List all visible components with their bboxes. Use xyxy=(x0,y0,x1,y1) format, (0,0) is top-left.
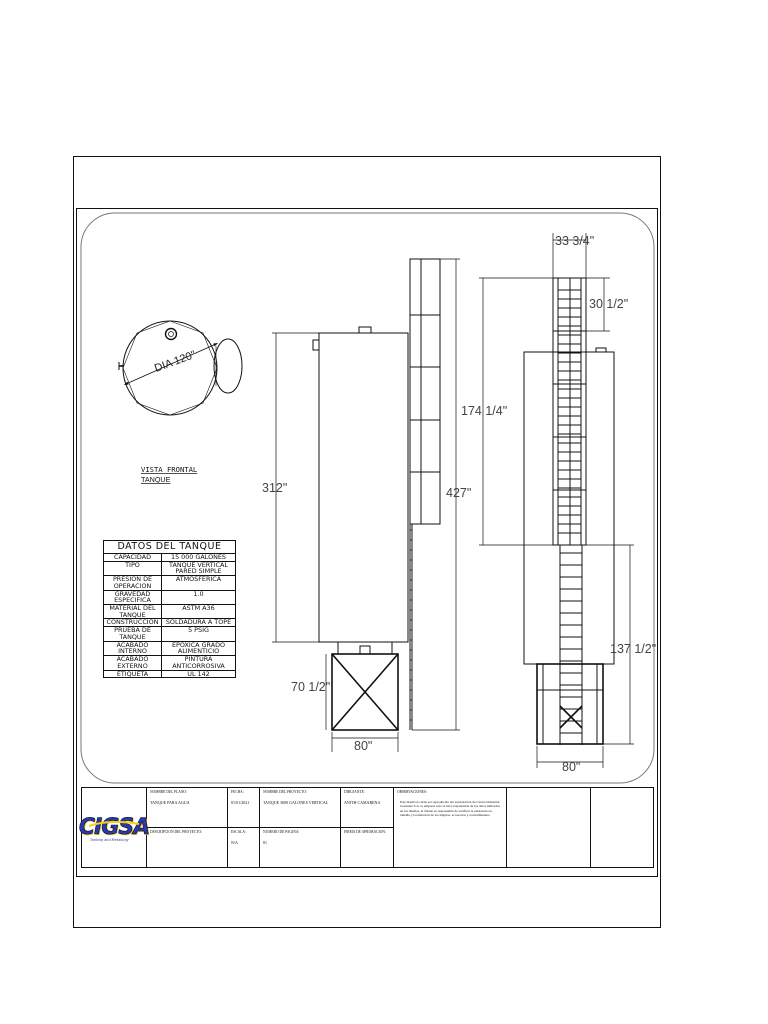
title-block: CIGSA Tanking and Metalurgy NOMBRE DEL P… xyxy=(78,787,654,868)
side-elevation xyxy=(312,258,441,731)
observations-label: OBSERVACIONES: xyxy=(397,790,427,794)
row-label: PRUEBA DE TANQUE xyxy=(103,626,162,642)
project-cell: NOMBRE DEL PROYECTO: TANQUE 3000 GALONES… xyxy=(260,788,341,867)
tank-shell-right xyxy=(523,351,615,665)
page-number-label: NUMERO DE PAGINA: xyxy=(263,829,300,834)
overall-height-label: 427" xyxy=(446,486,471,500)
outer-sheet-border xyxy=(73,156,661,928)
row-label: MATERIAL DEL TANQUE xyxy=(103,604,162,620)
scale-value: N/A xyxy=(231,839,238,845)
plan-name-label: NOMBRE DEL PLANO: xyxy=(150,790,188,794)
right-dimensions xyxy=(479,233,634,768)
stand-top-beam xyxy=(337,641,393,655)
front-view-caption-1: VISTA FRONTAL xyxy=(141,465,197,474)
row-value: EPOXICA GRADO ALIMENTICIO xyxy=(161,640,236,657)
stand-frame-right xyxy=(536,663,604,745)
date-scale-cell: FECHA: 01/01/2021 ESCALA: N/A xyxy=(228,788,260,867)
cage-step-label: 30 1/2" xyxy=(589,297,628,311)
stand-width-label: 80" xyxy=(354,739,372,753)
ladder-platform-ellipse xyxy=(213,338,243,394)
stand-brace xyxy=(331,653,399,731)
top-vent-right xyxy=(595,347,607,353)
scale-label: ESCALA: xyxy=(231,829,246,834)
row-label: GRAVEDAD ESPECIFICA xyxy=(103,589,162,606)
table-title: DATOS DEL TANQUE xyxy=(103,540,236,554)
logo-swoosh-icon xyxy=(88,820,140,827)
stand-height-label: 70 1/2" xyxy=(291,680,330,694)
date-label: FECHA: xyxy=(231,790,244,794)
center-ladder-rungs xyxy=(410,529,412,721)
row-label: ACABADO INTERNO xyxy=(103,640,162,657)
tank-shell xyxy=(318,332,409,643)
project-value: TANQUE 3000 GALONES VERTICAL xyxy=(263,800,329,805)
drafter-value: ANITH CAMARENA xyxy=(344,800,381,805)
ladder-cage xyxy=(409,258,441,525)
row-label: ACABADO EXTERNO xyxy=(103,655,162,671)
row-label: TIPO xyxy=(103,560,162,577)
diameter-label: DIA 120" xyxy=(153,349,198,375)
row-label: ETIQUETA xyxy=(103,669,162,679)
blank-cell-2 xyxy=(591,788,653,867)
side-stand-width-label: 80" xyxy=(562,760,580,774)
date-value: 01/01/2021 xyxy=(231,800,250,805)
ladder-view xyxy=(523,277,615,745)
plan-name-value: TANQUE PARA AGUA xyxy=(150,800,190,805)
blank-cell-1 xyxy=(507,788,591,867)
rounded-drawing-area xyxy=(80,212,655,784)
manhole-circle xyxy=(164,327,178,341)
side-nozzle xyxy=(312,339,320,351)
logo-text: CIGSA xyxy=(78,815,151,841)
row-value: PINTURA ANTICORROSIVA xyxy=(161,655,236,671)
plan-name-cell: NOMBRE DEL PLANO: TANQUE PARA AGUA DESCR… xyxy=(147,788,228,867)
company-logo: CIGSA Tanking and Metalurgy xyxy=(78,788,151,867)
front-view-caption-2: TANQUE xyxy=(141,475,171,484)
drawing-frame xyxy=(76,208,658,877)
page-number-value: 01 xyxy=(263,839,267,845)
row-value: UL 142 xyxy=(161,669,236,679)
drafter-label: DIBUJANTE: xyxy=(344,790,365,794)
row-label: PRESION DE OPERACION xyxy=(103,575,162,591)
front-view-tank xyxy=(118,320,243,416)
description-label: DESCRIPCION DEL PROYECTO: xyxy=(150,829,203,834)
observations-cell: OBSERVACIONES: Este diseño no debe ser r… xyxy=(394,788,507,867)
row-value: 1.0 xyxy=(161,589,236,606)
project-label: NOMBRE DEL PROYECTO: xyxy=(263,790,307,794)
diameter-dimension-line xyxy=(123,343,219,385)
logo-tagline: Tanking and Metalurgy xyxy=(90,838,129,842)
row-value: ATMOSFERICA xyxy=(161,575,236,591)
lower-ladder-label: 137 1/2" xyxy=(610,642,656,656)
observations-text: Este diseño no debe ser reproducido sin … xyxy=(400,800,500,818)
center-dimensions xyxy=(272,258,460,752)
approval-label: FIRMA DE APROBACION: xyxy=(344,829,386,834)
manhole-inner-circle xyxy=(168,331,174,337)
stand-brace xyxy=(559,705,583,729)
outlet-nozzle xyxy=(359,645,371,655)
tank-height-label: 312" xyxy=(262,481,287,495)
row-value: 5 PSIG xyxy=(161,626,236,642)
lower-ladder-rungs xyxy=(560,552,582,734)
cage-rungs xyxy=(558,289,581,534)
row-value: ASTM A36 xyxy=(161,604,236,620)
top-vent xyxy=(358,326,372,334)
drafter-cell: DIBUJANTE: ANITH CAMARENA FIRMA DE APROB… xyxy=(341,788,394,867)
cage-height-label: 174 1/4" xyxy=(461,404,507,418)
ladder-width-label: 33 3/4" xyxy=(555,234,594,248)
row-value: TANQUE VERTICAL PARED SIMPLE xyxy=(161,560,236,577)
